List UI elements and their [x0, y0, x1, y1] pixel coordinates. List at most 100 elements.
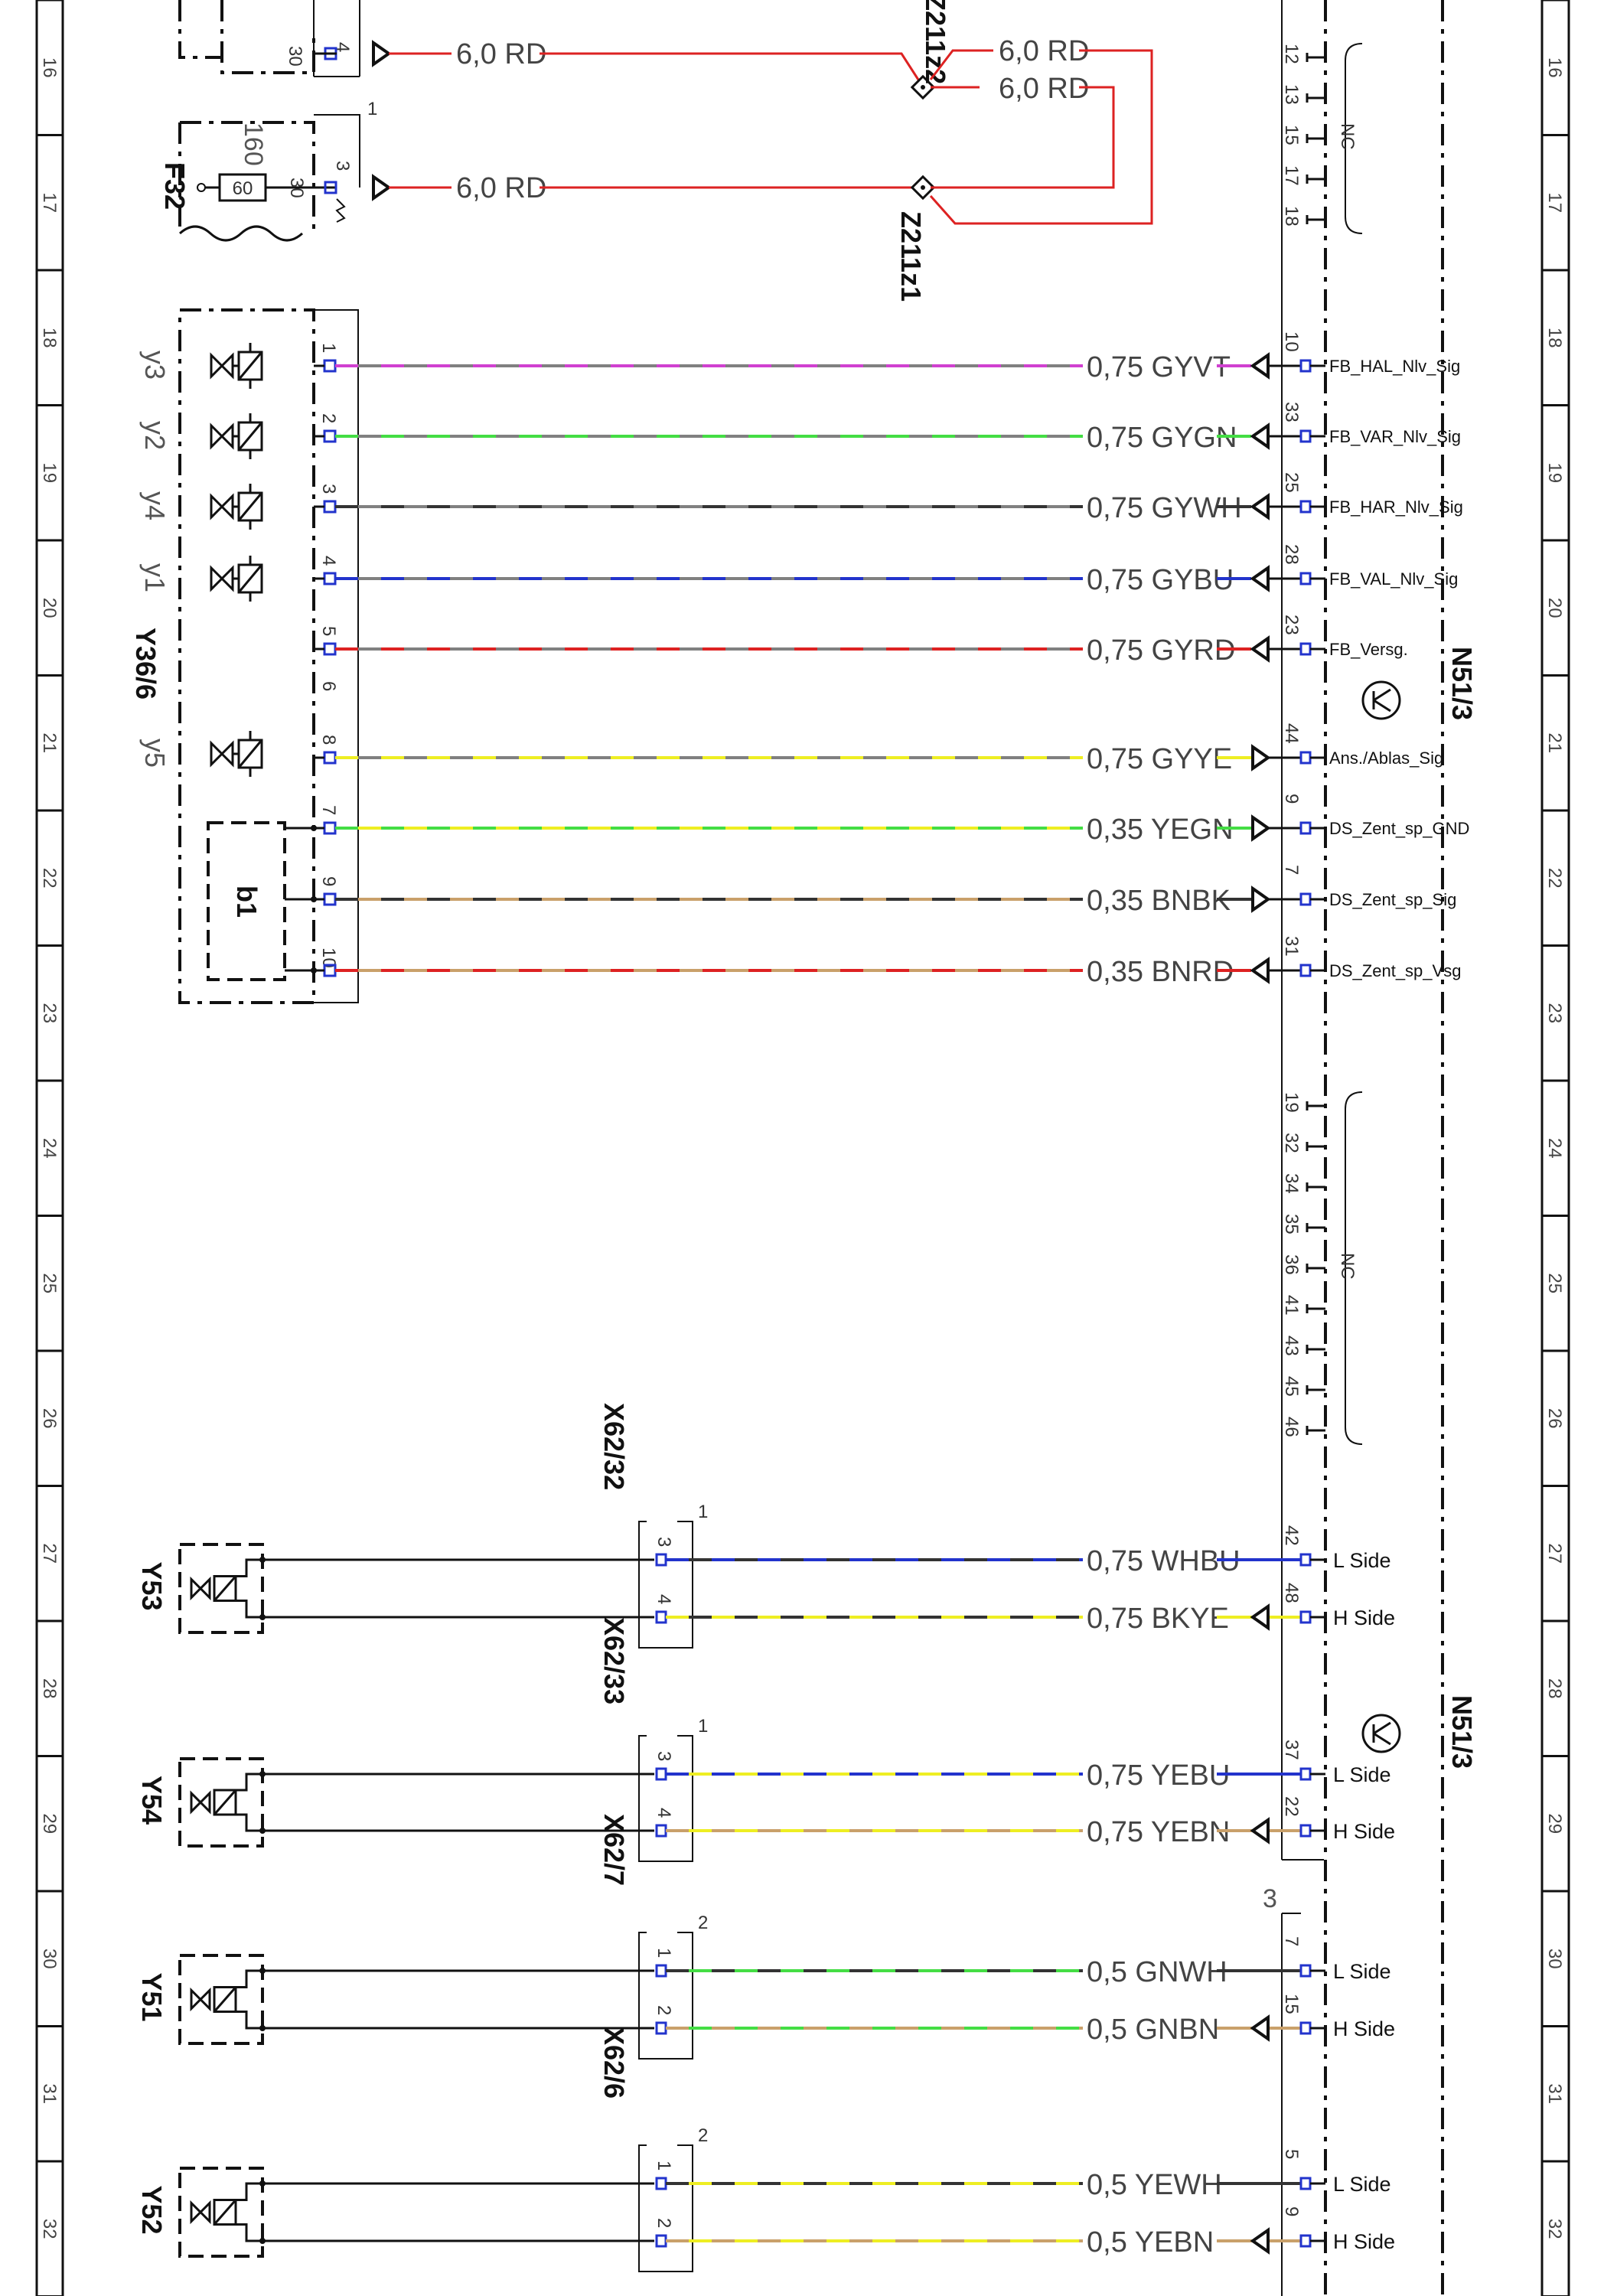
transistor-icon [1361, 1714, 1401, 1753]
nc-pin-label: 45 [1281, 1376, 1302, 1397]
direction-arrow [1250, 957, 1270, 984]
valve-label: y1 [139, 563, 171, 592]
n51-pin-label: 9 [1281, 2206, 1302, 2216]
row-number: 20 [1544, 598, 1565, 618]
row-number: 19 [1544, 462, 1565, 483]
wire-label: 6,0 RD [999, 73, 1089, 105]
pin-label: 3 [332, 161, 353, 171]
side-label: L Side [1333, 1549, 1391, 1572]
row-number: 16 [1544, 57, 1565, 78]
wire-label: 0,75 GYWH [1087, 492, 1242, 524]
wire-label: 0,5 GNWH [1087, 1956, 1227, 1988]
row-number: 17 [1544, 192, 1565, 213]
pin-label: 4 [332, 42, 353, 52]
signal-name: FB_VAL_Nlv_Sig [1329, 569, 1458, 589]
row-number: 26 [1544, 1408, 1565, 1429]
direction-arrow [1250, 493, 1270, 520]
valve-icon [210, 556, 263, 602]
n51-pin-label: 5 [1281, 2149, 1302, 2159]
nc-label: NC [1337, 123, 1358, 150]
row-number: 21 [1544, 732, 1565, 753]
row-number: 28 [1544, 1678, 1565, 1699]
wire-label: 0,5 YEWH [1087, 2169, 1222, 2201]
sup-label: 1 [367, 99, 377, 119]
valve-icon [210, 731, 263, 777]
row-number: 21 [39, 732, 60, 753]
signal-name: FB_HAR_Nlv_Sig [1329, 497, 1463, 517]
n51-box-label: 3 [1263, 1884, 1277, 1913]
nc-pin-label: 36 [1281, 1254, 1302, 1275]
side-label: H Side [1333, 1606, 1395, 1629]
direction-arrow [1251, 814, 1271, 842]
valve-icon [190, 1773, 262, 1832]
signal-name: DS_Zent_sp_Sig [1329, 890, 1456, 909]
signal-name: FB_VAR_Nlv_Sig [1329, 427, 1461, 446]
nc-pin-label: 17 [1281, 165, 1302, 186]
wire-label: 0,75 GYVT [1087, 351, 1231, 383]
nc-pin-label: 32 [1281, 1133, 1302, 1153]
wire-label: 0,75 YEBU [1087, 1760, 1230, 1792]
nc-pin-label: 13 [1281, 84, 1302, 105]
nc-pin-label: 41 [1281, 1295, 1302, 1316]
direction-arrow [1250, 1603, 1270, 1631]
direction-arrow [1250, 2227, 1270, 2255]
left-row-rail [35, 0, 64, 2296]
n51-pin-label: 25 [1281, 472, 1302, 493]
valve-icon [190, 2182, 262, 2242]
side-label: L Side [1333, 2173, 1391, 2196]
n51-pin-label: 22 [1281, 1796, 1302, 1817]
signal-name: FB_HAL_Nlv_Sig [1329, 357, 1460, 376]
side-label: L Side [1333, 1763, 1391, 1786]
n51-pin-label: 31 [1281, 936, 1302, 957]
pin-label: 3 [318, 484, 339, 494]
pin-label: 1 [318, 343, 339, 353]
n51-pin-label: 37 [1281, 1740, 1302, 1760]
direction-arrow [1250, 565, 1270, 592]
signal-name: FB_Versg. [1329, 640, 1408, 659]
row-number: 28 [39, 1678, 60, 1699]
direction-arrow [1250, 1817, 1270, 1844]
valve-icon [210, 484, 263, 530]
row-ticks [37, 0, 1569, 2296]
row-number: 29 [1544, 1813, 1565, 1834]
wire-label: 0,5 GNBN [1087, 2014, 1219, 2046]
n51-pin-label: 9 [1281, 794, 1302, 804]
valve-icon [210, 413, 263, 459]
wire-label: 6,0 RD [456, 172, 546, 204]
valve-label: Y53 [136, 1562, 168, 1611]
nc-pin-label: 15 [1281, 125, 1302, 145]
pin-label: 6 [318, 681, 339, 691]
pin-label: 2 [654, 2218, 674, 2228]
row-number: 23 [39, 1003, 60, 1023]
pin-label: 7 [318, 805, 339, 815]
row-number: 16 [39, 57, 60, 78]
pin-label: 1 [654, 1948, 674, 1958]
n51-module: 3 N51/3 N51/3 [1263, 0, 1478, 2296]
signal-name: DS_Zent_sp_GND [1329, 819, 1469, 838]
row-number: 22 [39, 868, 60, 889]
valve-icon [190, 1558, 262, 1619]
row-number: 25 [1544, 1273, 1565, 1293]
nc-label: NC [1337, 1253, 1358, 1280]
nc-pin-label: 46 [1281, 1417, 1302, 1437]
wire-label: 0,35 YEGN [1087, 814, 1234, 846]
sup-label: 1 [698, 1716, 708, 1737]
wire-label: 6,0 RD [456, 38, 546, 70]
n51-pin-label: 44 [1281, 723, 1302, 744]
side-label: H Side [1333, 2017, 1395, 2040]
row-number: 22 [1544, 868, 1565, 889]
n51-pin-label: 15 [1281, 1994, 1302, 2014]
nc-pin-label: 34 [1281, 1173, 1302, 1194]
connector-label: X62/6 [598, 2027, 630, 2099]
row-number: 27 [1544, 1543, 1565, 1564]
transistor-icon [1361, 680, 1401, 720]
valve-label: y4 [139, 491, 171, 520]
row-number: 31 [39, 2083, 60, 2104]
f32-label: F32 [159, 162, 191, 210]
wire-label: 0,75 YEBN [1087, 1816, 1230, 1848]
